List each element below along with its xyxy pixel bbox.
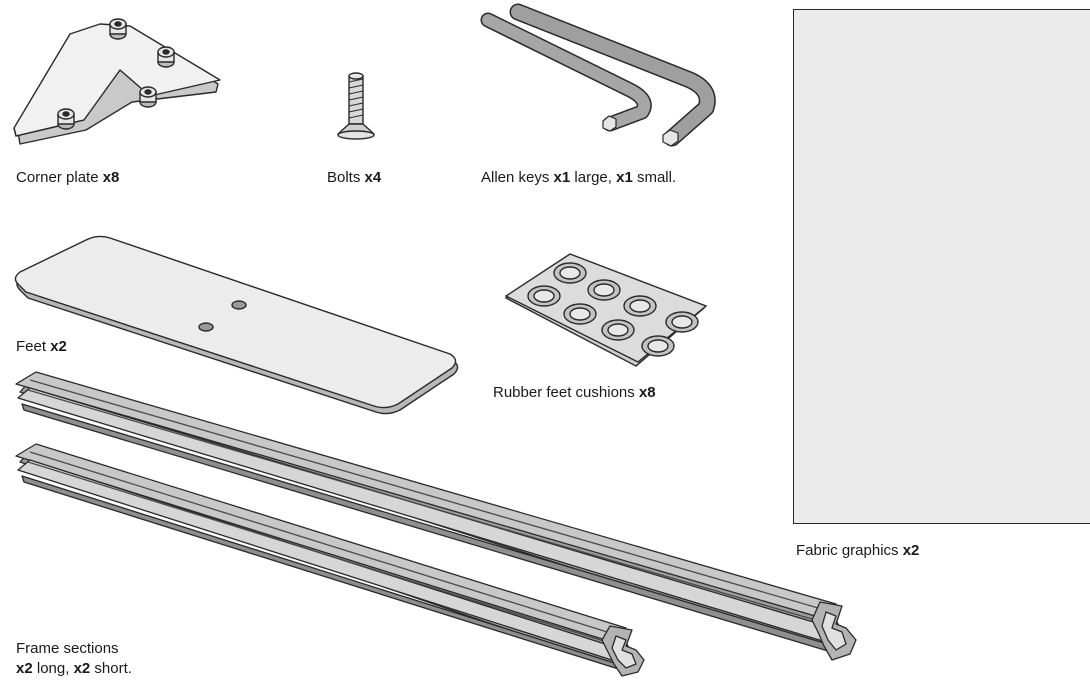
bolts-name: Bolts — [327, 169, 361, 186]
corner-plate-label: Corner plate x8 — [16, 168, 119, 188]
bolt-drawing — [337, 72, 375, 140]
frame-sections-name: Frame sections — [16, 640, 119, 657]
feet-qty: x2 — [50, 338, 67, 355]
allen-keys-qty-large: x1 — [553, 169, 571, 186]
frame-section-short-drawing — [15, 443, 645, 677]
rubber-cushions-qty: x8 — [638, 384, 656, 401]
frame-sections-qty-short: x2 — [73, 660, 91, 677]
allen-keys-name: Allen keys — [481, 169, 550, 186]
corner-plate-qty: x8 — [102, 169, 120, 186]
fabric-label: Fabric graphics x2 — [796, 541, 919, 561]
allen-keys-drawing — [480, 3, 716, 147]
bolts-label: Bolts x4 — [327, 168, 381, 188]
allen-keys-qty-small: x1 — [616, 169, 633, 186]
fabric-name: Fabric graphics — [796, 542, 899, 559]
feet-label: Feet x2 — [16, 337, 67, 357]
rubber-cushions-label: Rubber feet cushions x8 — [493, 383, 656, 403]
allen-keys-small: small. — [636, 169, 677, 186]
allen-keys-label: Allen keys x1 large, x1 small. — [481, 168, 676, 188]
frame-section-long-drawing — [15, 371, 857, 661]
frame-sections-label: Frame sections — [16, 639, 119, 659]
fabric-graphic-panel — [793, 9, 1090, 524]
corner-plate-name: Corner plate — [16, 169, 99, 186]
corner-plate-drawing — [13, 18, 221, 145]
frame-sections-qty-line: x2 long, x2 short. — [16, 659, 132, 679]
fabric-qty: x2 — [902, 542, 920, 559]
frame-sections-short: short. — [94, 660, 132, 677]
rubber-cushions-name: Rubber feet cushions — [493, 384, 635, 401]
frame-sections-long: long, — [36, 660, 70, 677]
bolts-qty: x4 — [364, 169, 382, 186]
feet-name: Feet — [16, 338, 47, 355]
allen-keys-large: large, — [574, 169, 612, 186]
frame-sections-qty-long: x2 — [16, 660, 33, 677]
rubber-cushions-drawing — [504, 253, 708, 367]
feet-drawing — [14, 235, 459, 415]
